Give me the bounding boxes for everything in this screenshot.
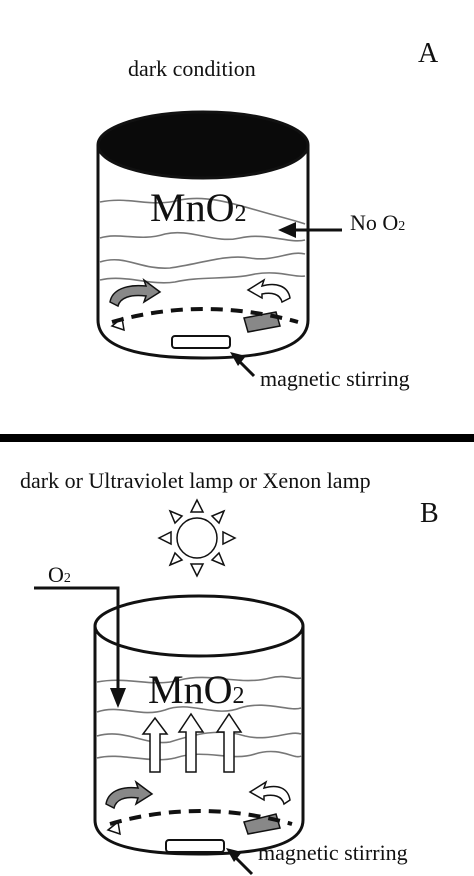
panel-b-material-sub: 2 bbox=[232, 683, 245, 709]
upward-flow-arrows bbox=[141, 712, 243, 773]
panel-b-beaker-diagram bbox=[34, 498, 305, 876]
dark-lid bbox=[96, 110, 310, 180]
liquid-lines bbox=[96, 675, 302, 761]
panel-b-oxygen-label: O2 bbox=[48, 564, 71, 586]
panel-b-letter: B bbox=[420, 498, 439, 529]
panel-b-oxygen-sub: 2 bbox=[63, 571, 71, 586]
stir-bar-icon bbox=[171, 335, 231, 349]
panel-b-stirring-label: magnetic stirring bbox=[258, 840, 408, 865]
panel-a-oxygen-prefix: No O bbox=[350, 210, 399, 235]
panel-a-oxygen-label: No O2 bbox=[350, 212, 405, 234]
panel-a-oxygen-sub: 2 bbox=[398, 219, 406, 234]
no-oxygen-arrow-icon bbox=[278, 222, 342, 238]
panel-a: dark condition A bbox=[0, 0, 474, 434]
panel-b-condition: dark or Ultraviolet lamp or Xenon lamp bbox=[20, 468, 371, 493]
beaker-icon bbox=[93, 594, 305, 856]
oxygen-inlet-arrow-icon bbox=[34, 586, 126, 708]
panel-divider bbox=[0, 434, 474, 442]
panel-a-material-sub: 2 bbox=[234, 201, 247, 227]
beaker-icon bbox=[96, 145, 310, 360]
stirring-arrow-icon bbox=[226, 848, 254, 876]
panel-b-material-label: MnO2 bbox=[148, 670, 244, 710]
panel-a-material-label: MnO2 bbox=[150, 188, 246, 228]
panel-b: dark or Ultraviolet lamp or Xenon lamp B bbox=[0, 442, 474, 876]
dashed-circulation bbox=[109, 809, 293, 826]
panel-a-stirring-label: magnetic stirring bbox=[260, 366, 410, 391]
liquid-lines bbox=[99, 197, 306, 284]
panel-a-material: MnO bbox=[150, 185, 235, 230]
stir-flow-arrows bbox=[109, 277, 291, 333]
panel-a-letter: A bbox=[418, 38, 439, 69]
panel-a-beaker-diagram bbox=[96, 110, 342, 378]
dashed-circulation bbox=[111, 307, 299, 324]
stir-bar-icon bbox=[165, 839, 225, 853]
stir-flow-arrows bbox=[105, 779, 291, 836]
panel-b-oxygen-prefix: O bbox=[48, 562, 64, 587]
stirring-arrow-icon bbox=[230, 352, 256, 378]
panel-b-material: MnO bbox=[148, 667, 233, 712]
panel-a-condition: dark condition bbox=[128, 56, 256, 81]
sun-icon bbox=[157, 498, 237, 578]
